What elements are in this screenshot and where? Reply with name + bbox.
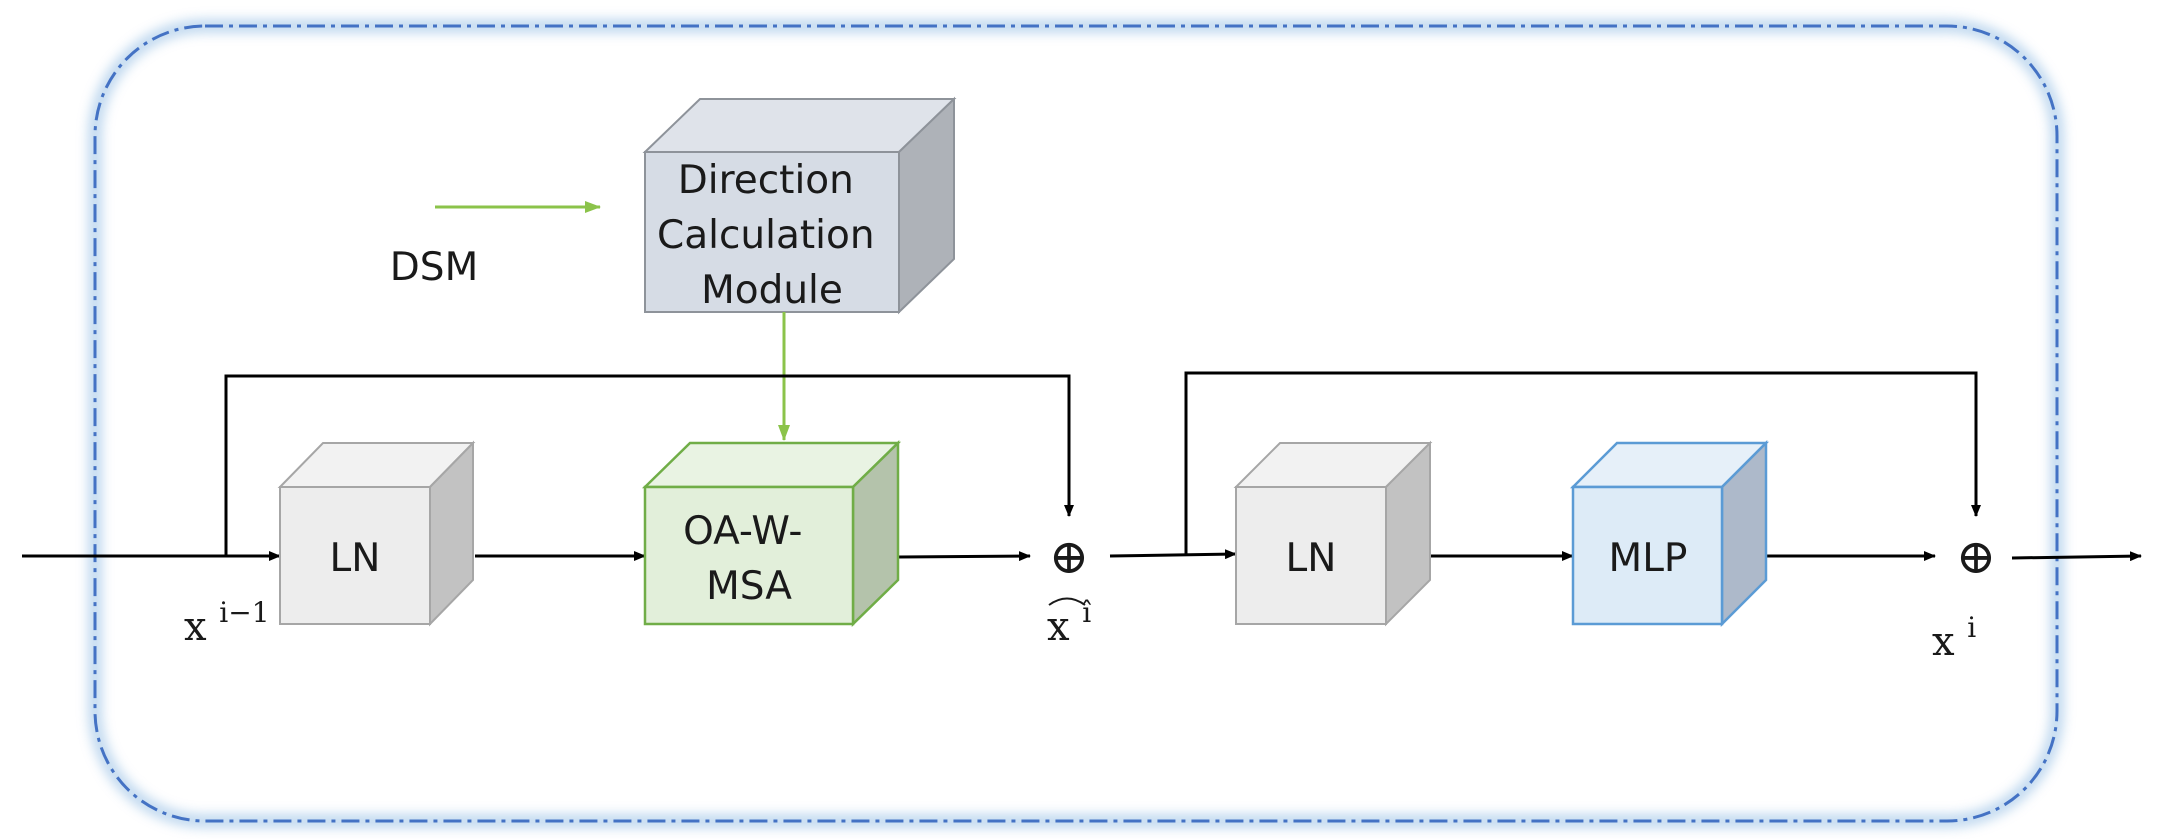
oa-w-msa-line-1: OA-W- [683,509,802,554]
intermediate-variable-label: x î [1047,596,1091,650]
skip-connection-2 [1184,371,1981,556]
skip-connection-1 [224,374,1074,556]
direction-module-line-1: Direction [678,158,854,203]
ln-block-1-label: LN [330,536,381,581]
ln-block-1: LN [277,440,476,627]
svg-text:Direction Calculation: Direction Calculation Module [657,158,887,313]
oa-w-msa-block: OA-W- MSA [641,440,902,627]
sum-node-2: ⊕ [1956,529,1996,585]
ln-block-2-label: LN [1286,536,1337,581]
sum1-to-ln2-arrow [1109,549,1237,560]
dsm-legend: DSM [390,201,601,290]
sum-node-1: ⊕ [1049,529,1089,585]
intermediate-variable-hat [1048,597,1086,606]
direction-module-line-2: Calculation [657,213,875,258]
msa-to-sum1-arrow [898,551,1031,562]
output-variable-label: x i [1932,611,1976,665]
mlp-block: MLP [1569,439,1770,628]
direction-module-line-3: Module [701,268,843,313]
outer-frame [89,20,2063,827]
ln-block-2: LN [1233,440,1433,627]
input-variable-label: x i−1 [184,596,270,650]
direction-calculation-module: Direction Calculation Module [642,96,957,315]
output-arrow [2011,551,2142,562]
dsm-label: DSM [390,245,478,290]
oa-w-msa-line-2: MSA [706,564,792,609]
mlp-block-label: MLP [1609,536,1688,581]
svg-text:OA-W- MSA: OA-W- MSA [683,509,815,609]
